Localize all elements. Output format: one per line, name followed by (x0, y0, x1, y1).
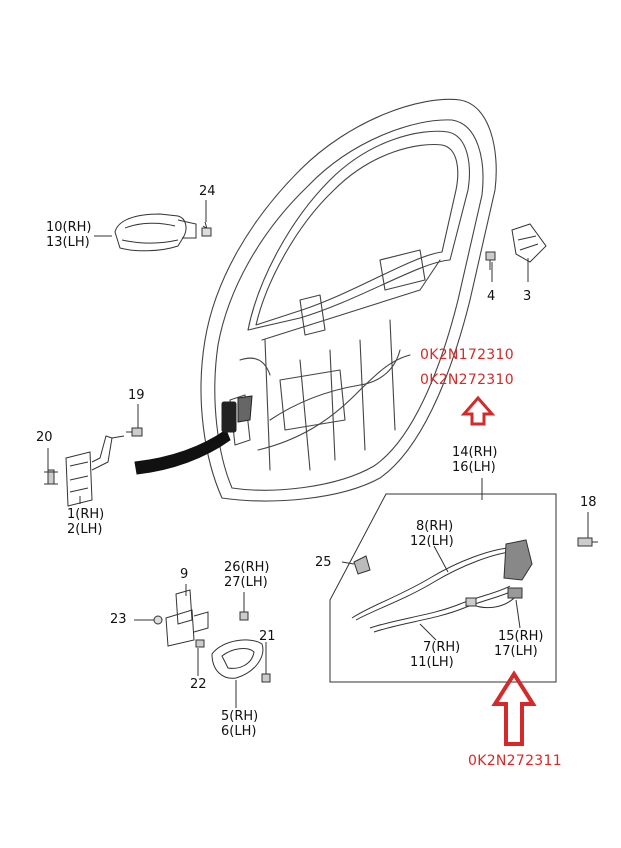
part-number-annotation-3: 0K2N272311 (468, 753, 562, 769)
inner-handle-drawing (211, 639, 264, 679)
label-part-5: 5(RH) (221, 709, 259, 724)
door-frame-inner (214, 119, 484, 491)
label-part-14: 14(RH) (452, 445, 498, 460)
label-part-23: 23 (110, 612, 127, 627)
label-part-27: 27(LH) (224, 575, 268, 590)
label-part-1: 1(RH) (67, 507, 105, 522)
label-part-6: 6(LH) (221, 724, 257, 739)
door-window-frame (247, 130, 470, 331)
label-part-9: 9 (180, 567, 189, 582)
label-part-19: 19 (128, 388, 145, 403)
outer-handle-drawing (114, 213, 187, 252)
label-part-13: 13(LH) (46, 235, 90, 250)
label-part-25: 25 (315, 555, 332, 570)
label-part-26: 26(RH) (224, 560, 270, 575)
label-part-18: 18 (580, 495, 597, 510)
lower-hinge-drawing (65, 451, 93, 507)
label-part-15: 15(RH) (498, 629, 544, 644)
lock-latch-drawing (503, 539, 533, 581)
label-part-8: 8(RH) (416, 519, 454, 534)
label-part-17: 17(LH) (494, 644, 538, 659)
upper-hinge-drawing (165, 609, 195, 647)
door-frame-outer (200, 98, 497, 502)
arrow-up-annotation-large (491, 670, 537, 746)
part-number-annotation-1: 0K2N172310 (420, 347, 514, 363)
label-part-12: 12(LH) (410, 534, 454, 549)
label-part-10: 10(RH) (46, 220, 92, 235)
label-part-24: 24 (199, 184, 216, 199)
label-part-16: 16(LH) (452, 460, 496, 475)
arrow-up-annotation (460, 395, 496, 426)
cable-bundle (134, 429, 231, 475)
part-number-annotation-2: 0K2N272310 (420, 372, 514, 388)
label-part-20: 20 (36, 430, 53, 445)
label-part-3: 3 (523, 289, 532, 304)
door-latch-part (221, 401, 237, 433)
striker-drawing (511, 223, 547, 263)
label-part-21: 21 (259, 629, 276, 644)
label-part-7: 7(RH) (423, 640, 461, 655)
label-part-11: 11(LH) (410, 655, 454, 670)
label-part-4: 4 (487, 289, 496, 304)
label-part-2: 2(LH) (67, 522, 103, 537)
label-part-22: 22 (190, 677, 207, 692)
